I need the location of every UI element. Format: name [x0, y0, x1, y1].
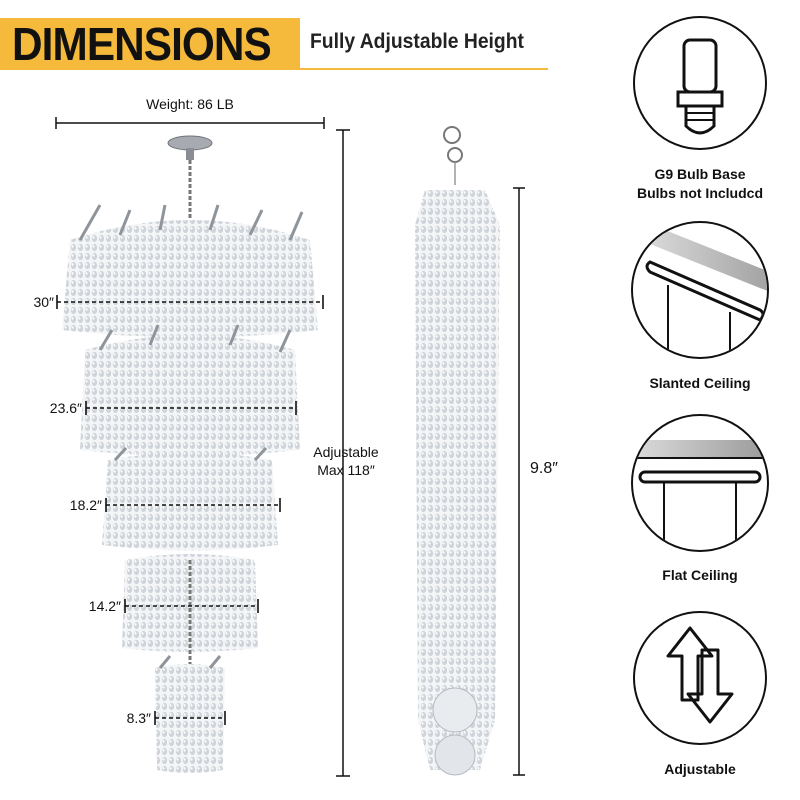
feature-slanted-label: Slanted Ceiling [649, 375, 751, 391]
height-label: Adjustable Max 118″ [300, 443, 392, 479]
tier-2-width-label: 23.6″ [49, 400, 82, 416]
tier-5-width-label: 8.3″ [126, 710, 151, 726]
feature-bulb-line2: Bulbs not Includcd [637, 185, 763, 201]
tier-dimension-lines [56, 295, 324, 725]
chandelier-tier-3 [102, 446, 278, 551]
feature-adjustable-label: Adjustable [664, 761, 736, 777]
header-title-tab [0, 18, 300, 70]
tier-1-width-label: 30″ [33, 294, 54, 310]
page-title: DIMENSIONS [12, 18, 272, 70]
height-dimension-line [336, 129, 350, 777]
chandelier-tier-2 [80, 324, 300, 456]
header-subtitle-strip [300, 18, 548, 70]
page-subtitle: Fully Adjustable Height [310, 30, 524, 53]
tier-4-width-label: 14.2″ [88, 598, 121, 614]
height-label-line2: Max 118″ [317, 462, 375, 478]
slanted-ceiling-icon [631, 221, 769, 359]
bulb-icon [633, 16, 767, 150]
flat-ceiling-icon [631, 414, 769, 552]
height-label-line1: Adjustable [313, 444, 379, 460]
strand-dimension-line [513, 187, 525, 776]
adjustable-arrows-icon [633, 611, 767, 745]
chandelier-tier-4 [122, 554, 258, 668]
feature-flat-label: Flat Ceiling [662, 567, 738, 583]
chandelier-canopy [167, 135, 213, 225]
strand-length-label: 9.8″ [530, 460, 558, 477]
header-banner [0, 18, 548, 70]
crystal-strand [415, 126, 500, 776]
chandelier-tier-1 [62, 204, 318, 338]
feature-bulb-label: G9 Bulb Base Bulbs not Includcd [620, 165, 780, 203]
chandelier-tier-5 [155, 655, 225, 773]
weight-dimension-line [55, 117, 325, 129]
feature-bulb-line1: G9 Bulb Base [654, 166, 746, 182]
weight-label: Weight: 86 LB [146, 96, 234, 112]
tier-3-width-label: 18.2″ [69, 497, 102, 513]
